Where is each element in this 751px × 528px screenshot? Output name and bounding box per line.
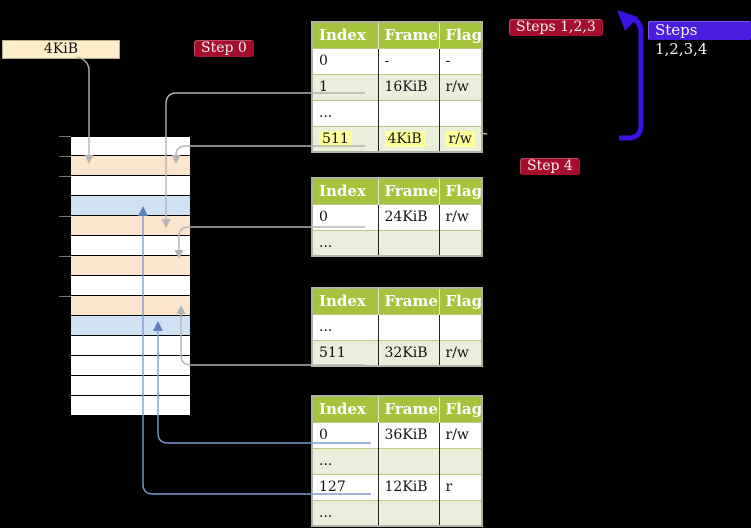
table-cell	[377, 229, 439, 256]
memory-frame-cell-white	[71, 176, 190, 196]
memory-frame-cell-white	[71, 136, 190, 156]
table-cell	[438, 229, 482, 256]
page-table-2: IndexFrameFlags024KiBr/w...	[311, 177, 483, 257]
steps-1-2-3-4-badge: Steps 1,2,3,4	[648, 21, 751, 58]
table-cell: 0	[312, 47, 378, 74]
table-cell: -	[377, 47, 439, 74]
table-cell: 1	[312, 73, 378, 100]
table-cell: 36KiB	[377, 421, 439, 448]
big-return-arrowhead-icon	[617, 10, 638, 31]
column-header: Frame	[377, 178, 439, 204]
column-header: Frame	[377, 288, 439, 314]
memory-frame-cell-white	[71, 236, 190, 256]
physical-memory-stack	[71, 136, 190, 416]
address-tick	[59, 295, 71, 297]
table-cell: 511	[312, 339, 378, 366]
table-cell	[377, 99, 439, 126]
memory-frame-cell-white	[71, 396, 190, 416]
memory-frame-cell-orange	[71, 296, 190, 316]
column-header: Index	[312, 396, 378, 422]
memory-frame-cell-blue	[71, 196, 190, 216]
table-header-row: IndexFrameFlags	[312, 22, 482, 48]
table-cell: 24KiB	[377, 203, 439, 230]
table-cell: r/w	[438, 73, 482, 100]
table-cell: r/w	[438, 203, 482, 230]
table-cell: 32KiB	[377, 339, 439, 366]
column-header: Index	[312, 22, 378, 48]
table-cell	[438, 99, 482, 126]
column-header: Frame	[377, 22, 439, 48]
column-header: Flags	[438, 22, 482, 48]
highlighted-value: 511	[319, 130, 352, 147]
table-cell: 12KiB	[377, 473, 439, 500]
table-row: 0--	[312, 47, 482, 74]
table-row: 511 4KiB r/w	[312, 125, 482, 152]
page-size-label: 4KiB	[2, 40, 120, 59]
column-header: Frame	[377, 396, 439, 422]
column-header: Flags	[438, 178, 482, 204]
column-header: Flags	[438, 288, 482, 314]
table-cell	[438, 447, 482, 474]
table-cell	[438, 313, 482, 340]
table-cell: 0	[312, 203, 378, 230]
table-cell	[377, 313, 439, 340]
address-tick	[59, 255, 71, 257]
table-cell: 511	[312, 125, 378, 152]
column-header: Index	[312, 288, 378, 314]
memory-frame-cell-white	[71, 376, 190, 396]
table-cell: r/w	[438, 421, 482, 448]
page-table-4: IndexFrameFlags036KiBr/w...12712KiBr...	[311, 395, 483, 527]
table-header-row: IndexFrameFlags	[312, 178, 482, 204]
table-header-row: IndexFrameFlags	[312, 396, 482, 422]
table-cell: ...	[312, 447, 378, 474]
memory-frame-cell-orange	[71, 216, 190, 236]
table-row: ...	[312, 447, 482, 474]
table-row: ...	[312, 499, 482, 526]
table-cell: 127	[312, 473, 378, 500]
table-cell: 16KiB	[377, 73, 439, 100]
table-cell: r/w	[438, 125, 482, 152]
memory-frame-cell-white	[71, 276, 190, 296]
table-cell: ...	[312, 229, 378, 256]
table-cell: r	[438, 473, 482, 500]
table-cell: 0	[312, 421, 378, 448]
table-cell: ...	[312, 313, 378, 340]
table-cell: r/w	[438, 339, 482, 366]
table-header-row: IndexFrameFlags	[312, 288, 482, 314]
table-cell: -	[438, 47, 482, 74]
step-4-badge: Step 4	[520, 158, 580, 175]
table-cell: ...	[312, 99, 378, 126]
table-row: ...	[312, 313, 482, 340]
address-tick	[59, 175, 71, 177]
highlighted-value: 4KiB	[384, 130, 425, 147]
table-cell	[377, 499, 439, 526]
memory-frame-cell-orange	[71, 156, 190, 176]
big-return-arrow	[619, 14, 644, 141]
memory-frame-cell-orange	[71, 256, 190, 276]
table-cell	[377, 447, 439, 474]
table-cell: 4KiB	[377, 125, 439, 152]
steps-1-2-3-badge: Steps 1,2,3	[509, 19, 603, 36]
memory-frame-cell-white	[71, 356, 190, 376]
table-cell: ...	[312, 499, 378, 526]
column-header: Index	[312, 178, 378, 204]
table-row: ...	[312, 99, 482, 126]
step-0-badge: Step 0	[194, 40, 254, 57]
table-cell	[438, 499, 482, 526]
memory-frame-cell-white	[71, 336, 190, 356]
address-tick	[59, 155, 71, 157]
column-header: Flags	[438, 396, 482, 422]
address-tick	[59, 135, 71, 137]
memory-frame-cell-blue	[71, 316, 190, 336]
highlighted-value: r/w	[445, 130, 475, 147]
table-row: ...	[312, 229, 482, 256]
address-tick	[59, 215, 71, 217]
